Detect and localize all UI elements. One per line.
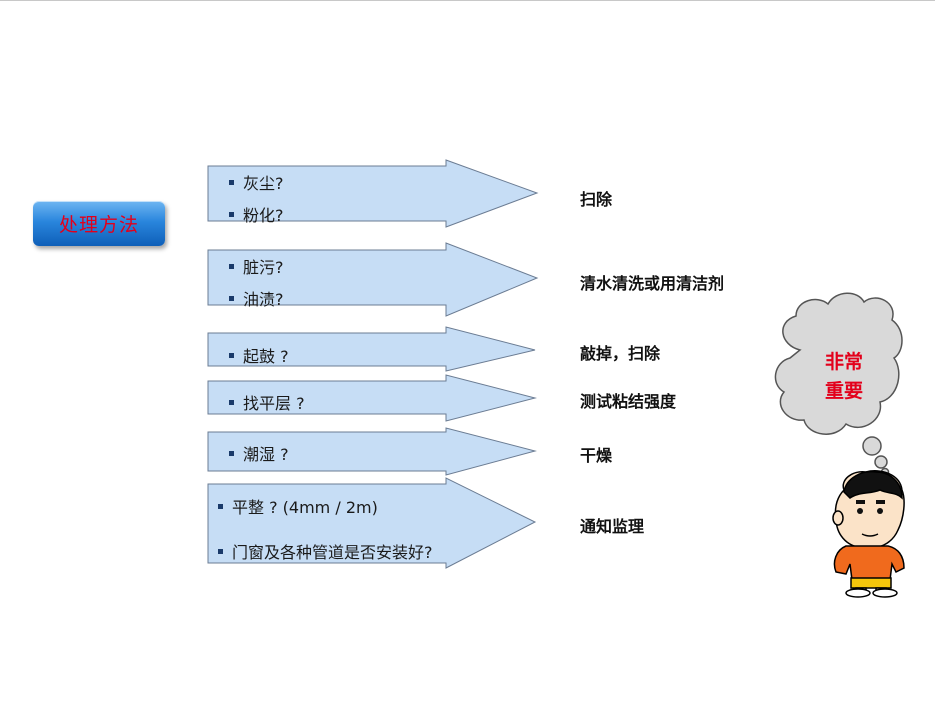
arrow-1: [207, 159, 539, 228]
callout-text: 非常 重要: [808, 348, 880, 406]
item-text: 灰尘?: [243, 174, 284, 193]
bullet-icon: [218, 548, 223, 554]
callout-line-2: 重要: [824, 380, 863, 402]
arrow-2: [207, 242, 539, 317]
list-item: 门窗及各种管道是否安装好?: [218, 539, 433, 563]
arrow-5: [207, 427, 537, 476]
bullet-icon: [229, 399, 234, 405]
result-text: 清水清洗或用清洁剂: [580, 274, 725, 293]
item-text: 潮湿 ?: [243, 445, 289, 464]
list-item: 油渍?: [229, 286, 284, 310]
bullet-icon: [229, 211, 234, 217]
arrow-6: [207, 477, 537, 569]
cartoon-boy-icon: [832, 470, 905, 598]
bullet-icon: [229, 295, 234, 301]
bullet-icon: [229, 352, 234, 358]
list-item: 脏污?: [229, 254, 284, 278]
result-text: 测试粘结强度: [580, 392, 677, 411]
method-label: 处理方法: [58, 214, 139, 236]
method-button: 处理方法: [33, 201, 165, 246]
item-text: 平整 ? (4mm / 2m): [232, 498, 378, 517]
bullet-icon: [229, 179, 234, 185]
list-item: 平整 ? (4mm / 2m): [218, 494, 378, 518]
list-item: 粉化?: [229, 202, 284, 226]
result-text: 通知监理: [580, 517, 645, 536]
callout-line-1: 非常: [824, 351, 863, 373]
result-text: 敲掉，扫除: [580, 344, 661, 363]
item-text: 脏污?: [243, 258, 284, 277]
thought-cloud-icon: [774, 292, 903, 477]
bullet-icon: [229, 263, 234, 269]
bullet-icon: [229, 450, 234, 456]
item-text: 起鼓 ?: [243, 347, 289, 366]
arrow-3: [207, 326, 536, 372]
item-text: 找平层 ?: [243, 394, 305, 413]
result-text: 干燥: [580, 446, 613, 465]
list-item: 找平层 ?: [229, 390, 305, 414]
list-item: 潮湿 ?: [229, 441, 289, 465]
item-text: 油渍?: [243, 290, 284, 309]
bullet-icon: [218, 503, 223, 509]
item-text: 门窗及各种管道是否安装好?: [232, 543, 433, 562]
arrow-4: [207, 374, 537, 422]
list-item: 灰尘?: [229, 170, 284, 194]
result-text: 扫除: [580, 190, 613, 209]
list-item: 起鼓 ?: [229, 343, 289, 367]
item-text: 粉化?: [243, 206, 284, 225]
top-border: [0, 0, 935, 1]
